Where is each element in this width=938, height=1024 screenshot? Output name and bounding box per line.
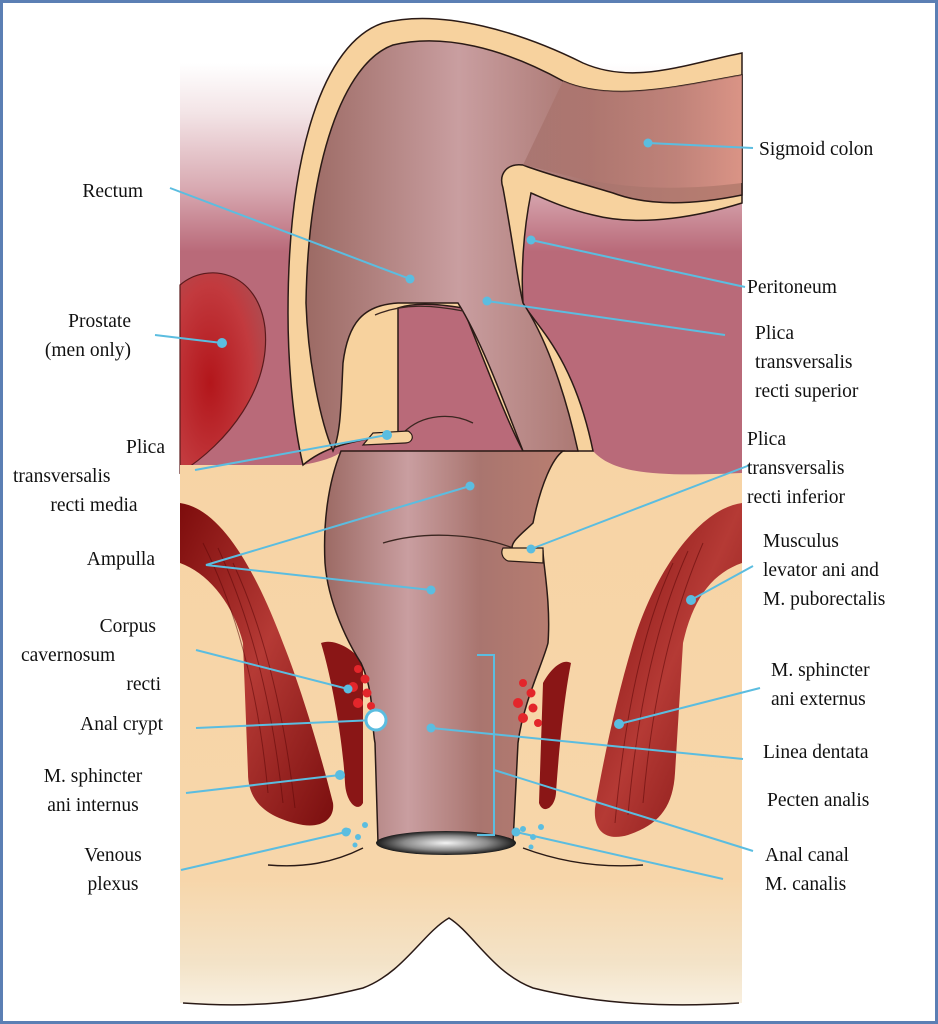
- label-peritoneum: Peritoneum: [747, 277, 837, 298]
- plica-inferior-fold: [382, 534, 514, 549]
- prostate-shape: [179, 272, 267, 475]
- leader-endpoints: [217, 138, 696, 837]
- leader-sphincter-externus: [618, 687, 761, 725]
- leader-plica-media: [194, 434, 388, 471]
- leader-plica-superior: [486, 300, 726, 336]
- label-sphincter-externus: M. sphincter ani externus: [771, 660, 870, 710]
- pecten-analis-bracket: [477, 654, 495, 836]
- label-anal-canal: Anal canal M. canalis: [765, 845, 849, 895]
- anal-crypt-marker: [364, 708, 388, 732]
- label-rectum: Rectum: [82, 181, 143, 202]
- leader-corpus-cavernosum: [195, 649, 349, 690]
- leader-anal-canal: [493, 769, 754, 852]
- levator-ani-right: [594, 503, 742, 837]
- sphincter-internus-right: [539, 661, 571, 810]
- label-plica-media: Plica transversalis recti media: [13, 437, 165, 516]
- anatomy-illustration: [154, 17, 761, 1021]
- leader-sigmoid-colon: [647, 142, 754, 149]
- anal-opening: [376, 831, 516, 855]
- label-corpus-cavernosum: Corpus cavernosum recti: [21, 616, 161, 695]
- label-ampulla: Ampulla: [86, 549, 155, 570]
- label-linea-dentata: Linea dentata: [763, 742, 869, 763]
- label-venous-plexus: Venous plexus: [84, 845, 142, 895]
- sigmoid-colon-lumen: [523, 75, 742, 188]
- label-sigmoid-colon: Sigmoid colon: [759, 139, 874, 160]
- levator-ani-left: [180, 503, 334, 826]
- gluteal-cleft-outline: [182, 917, 740, 1006]
- leader-sphincter-internus: [185, 774, 341, 794]
- leader-ampulla: [205, 485, 471, 591]
- leader-venous-plexus: [180, 831, 347, 871]
- leader-rectum: [169, 187, 411, 280]
- leader-peritoneum: [530, 239, 746, 288]
- leader-venous-plexus-right: [515, 831, 724, 880]
- label-anal-crypt: Anal crypt: [80, 714, 163, 735]
- leader-prostate: [154, 334, 223, 344]
- label-prostate: Prostate (men only): [44, 311, 131, 361]
- label-plica-superior: Plica transversalis recti superior: [755, 323, 859, 402]
- label-plica-inferior: Plica transversalis recti inferior: [747, 429, 845, 508]
- label-pecten-analis: Pecten analis: [767, 790, 870, 811]
- plica-media-fold: [402, 415, 474, 434]
- leader-linea-dentata: [430, 727, 744, 760]
- corpus-cavernosum-vessels: [348, 665, 542, 727]
- leader-levator-ani: [690, 565, 754, 601]
- leader-lines: [154, 142, 761, 880]
- label-sphincter-internus: M. sphincter ani internus: [43, 766, 143, 816]
- plica-superior-fold: [374, 305, 464, 316]
- label-levator-ani: Musculus levator ani and M. puborectalis: [763, 531, 886, 610]
- leader-anal-crypt: [195, 719, 376, 729]
- leader-plica-inferior: [530, 464, 751, 550]
